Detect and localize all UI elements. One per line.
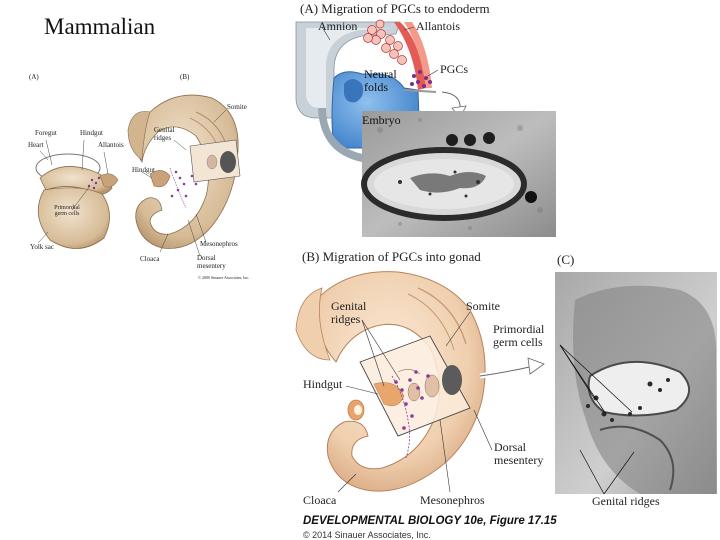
panel-a-label-pgcs: PGCs xyxy=(440,62,469,76)
panel-a-label-neural-folds: Neural folds xyxy=(364,67,397,94)
small-label-foregut: Foregut xyxy=(35,129,57,137)
small-label-allantois: Allantois xyxy=(98,141,124,149)
small-label-genital-ridges: Genital ridges xyxy=(154,126,175,143)
figure-credit: DEVELOPMENTAL BIOLOGY 10e, Figure 17.15 xyxy=(303,515,557,527)
panel-b-label-mesonephros: Mesonephros xyxy=(420,493,485,507)
panel-b-label-primordial-germ-cells: Primordial germ cells xyxy=(493,322,545,349)
panel-b-label-genital-ridges: Genital ridges xyxy=(331,299,367,326)
panel-a-title: (A) Migration of PGCs to endoderm xyxy=(300,1,490,16)
panel-a-label-amnion: Amnion xyxy=(318,19,358,33)
panel-b-label-cloaca: Cloaca xyxy=(303,493,337,507)
small-label-somite: Somite xyxy=(227,103,247,111)
figure-copyright: © 2014 Sinauer Associates, Inc. xyxy=(303,530,431,540)
panel-c-micrograph xyxy=(555,272,717,495)
small-label-hindgut-a: Hindgut xyxy=(80,129,103,137)
panel-b-label-hindgut: Hindgut xyxy=(303,377,343,391)
small-label-hindgut-b: Hindgut xyxy=(132,166,155,174)
slide-title: Mammalian xyxy=(44,14,156,39)
panel-c-title: (C) xyxy=(557,252,575,267)
small-label-heart: Heart xyxy=(28,141,44,149)
small-label-yolk-sac: Yolk sac xyxy=(30,243,54,251)
small-figure-b-drawing xyxy=(127,94,241,257)
panel-b-label-somite: Somite xyxy=(466,299,501,313)
small-label-pgc: Primordial germ cells xyxy=(54,205,80,217)
panel-a-label-embryo: Embryo xyxy=(362,113,401,127)
small-figure-a-drawing xyxy=(35,139,119,249)
panel-b-title: (B) Migration of PGCs into gonad xyxy=(302,249,481,264)
small-panel-b-label: (B) xyxy=(180,73,190,81)
small-copyright: © 2000 Sinauer Associates, Inc. xyxy=(198,275,250,280)
small-panel-a-label: (A) xyxy=(29,73,39,81)
panel-a-micrograph xyxy=(361,111,556,237)
panel-b-label-dorsal-mesentery: Dorsal mesentery xyxy=(494,440,544,468)
panel-b-illustration xyxy=(295,271,545,493)
small-label-cloaca: Cloaca xyxy=(140,255,160,263)
panel-c-label-genital-ridges: Genital ridges xyxy=(592,494,660,508)
small-label-dorsal-mesentery: Dorsal mesentery xyxy=(197,254,226,270)
small-label-mesonephros: Mesonephros xyxy=(200,240,238,248)
panel-a-label-allantois: Allantois xyxy=(416,19,460,33)
